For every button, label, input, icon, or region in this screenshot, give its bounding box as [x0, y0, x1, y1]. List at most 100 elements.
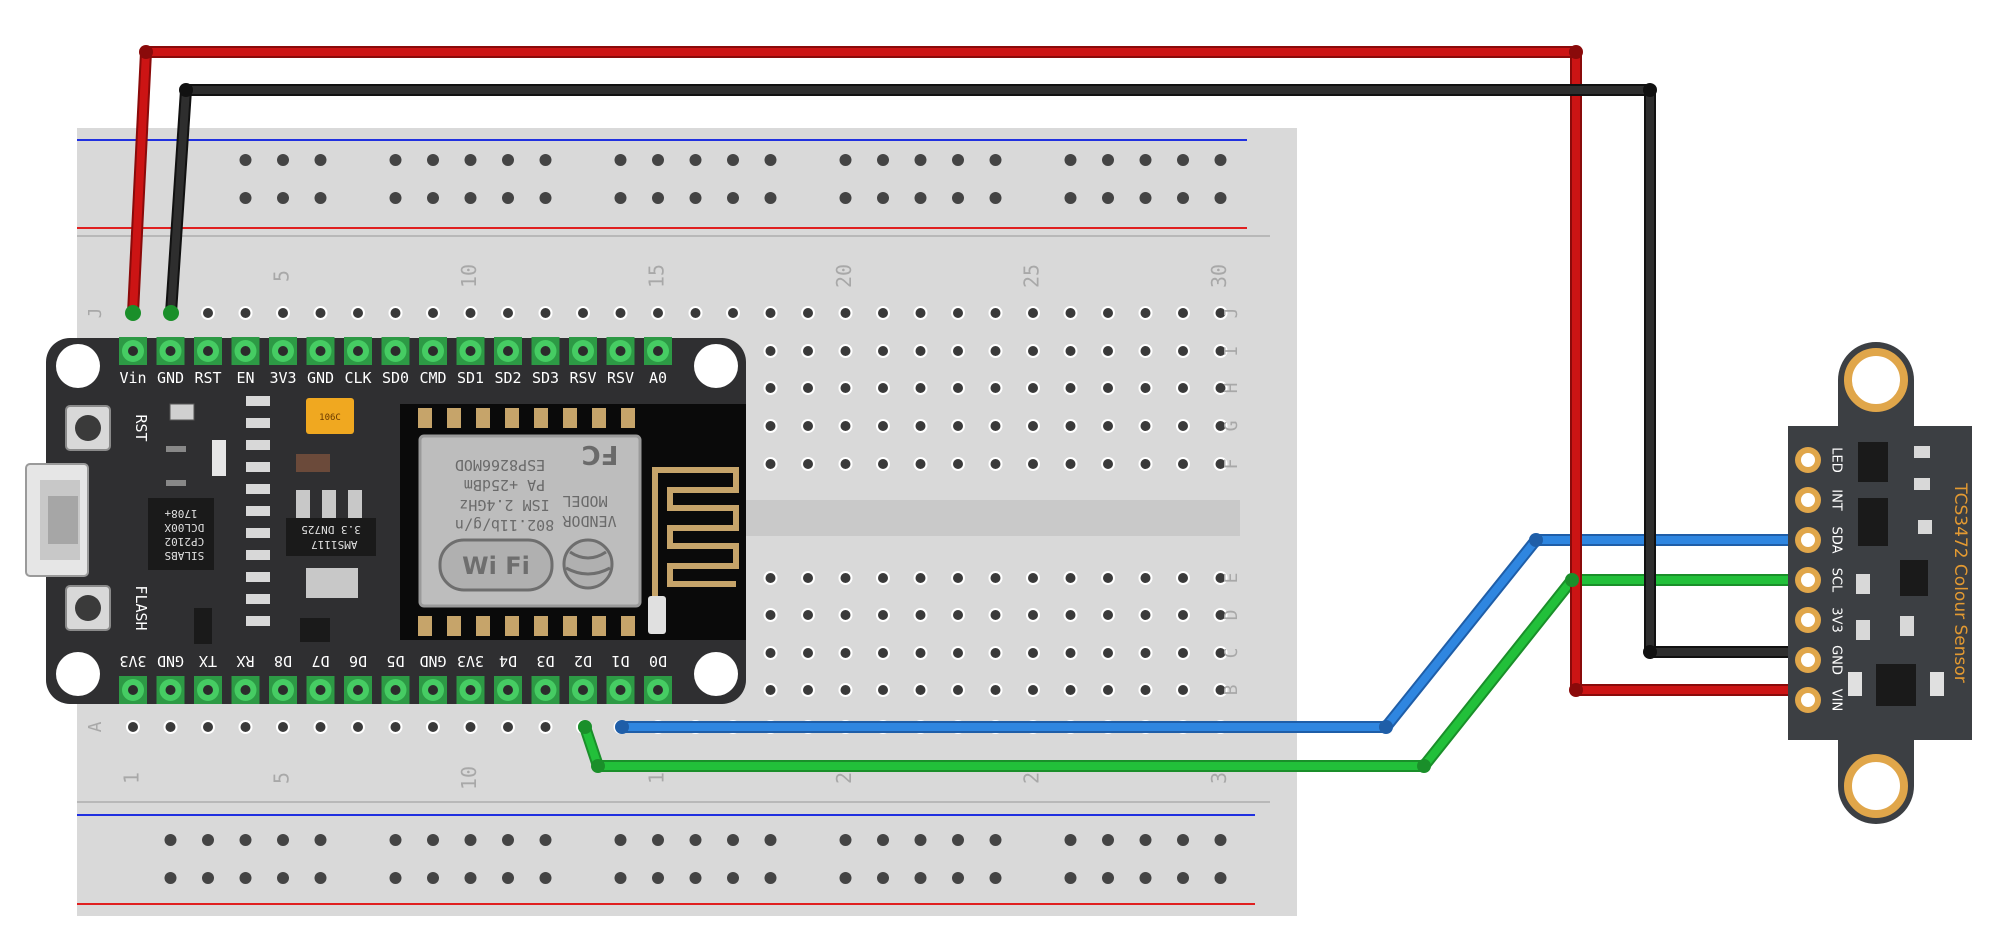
- wifi-logo: [438, 538, 554, 592]
- rail-hole: [389, 872, 402, 884]
- rail-hole: [1064, 834, 1077, 846]
- bottom-pin-label: GND: [157, 652, 184, 670]
- top-pin-label: Vin: [119, 369, 146, 387]
- rail-hole: [989, 834, 1002, 846]
- rail-hole: [989, 872, 1002, 884]
- bottom-pin-label: D7: [311, 652, 329, 670]
- rail-hole: [689, 192, 702, 204]
- esp8266-module: 802.11b/g/n ISM 2.4GHz PA +25dBm ESP8266…: [400, 404, 746, 640]
- rail-hole: [502, 872, 514, 884]
- tcs3472-sensor-board: TCS3472 Colour Sensor LEDINTSDASCL3V3GND…: [1788, 342, 1972, 824]
- rail-hole: [764, 192, 777, 204]
- row-label: B: [1221, 685, 1242, 696]
- rail-hole: [164, 872, 177, 884]
- top-pin-label: CLK: [344, 369, 371, 387]
- row-label: I: [1221, 346, 1242, 357]
- flash-button[interactable]: [65, 585, 111, 631]
- rail-hole: [764, 154, 777, 166]
- rail-hole: [1102, 872, 1114, 884]
- row-label: J: [85, 308, 106, 319]
- nodemcu-board: RST FLASH SILABS CP2102 DCL00X 1708+ 106…: [25, 337, 746, 704]
- top-pin-label: SD3: [532, 369, 559, 387]
- column-number: 5: [270, 772, 294, 784]
- rail-hole: [877, 834, 889, 846]
- column-number: 1: [645, 772, 669, 784]
- row-label: F: [1221, 459, 1242, 470]
- rail-hole: [1102, 834, 1114, 846]
- rail-hole: [727, 834, 739, 846]
- rail-hole: [1139, 872, 1152, 884]
- rail-hole: [314, 834, 327, 846]
- rail-hole: [464, 834, 477, 846]
- rail-hole: [652, 154, 664, 166]
- rail-hole: [1064, 192, 1077, 204]
- row-label: C: [1221, 648, 1242, 659]
- rail-hole: [202, 834, 214, 846]
- rail-hole: [502, 154, 514, 166]
- rail-hole: [389, 154, 402, 166]
- bottom-pin-label: 3V3: [457, 652, 484, 670]
- rail-hole: [989, 192, 1002, 204]
- rail-hole: [689, 154, 702, 166]
- rail-hole: [1214, 192, 1227, 204]
- rail-hole: [464, 872, 477, 884]
- top-pin-label: RSV: [569, 369, 596, 387]
- rail-hole: [1177, 834, 1189, 846]
- rail-hole: [877, 192, 889, 204]
- rail-hole: [839, 154, 852, 166]
- rail-hole: [914, 872, 927, 884]
- rail-hole: [839, 872, 852, 884]
- column-number: 10: [457, 264, 481, 288]
- top-pin-label: RST: [194, 369, 221, 387]
- rail-hole: [427, 872, 439, 884]
- rst-button[interactable]: [65, 405, 111, 451]
- sensor-title: TCS3472 Colour Sensor: [1950, 482, 1970, 683]
- rail-hole: [614, 192, 627, 204]
- rail-hole: [427, 834, 439, 846]
- globe-icon: [562, 538, 614, 590]
- rail-hole: [764, 872, 777, 884]
- svg-text:AMS1117 3.3 DN725: AMS1117 3.3 DN725: [301, 523, 361, 551]
- rail-hole: [277, 872, 289, 884]
- top-pin-label: GND: [307, 369, 334, 387]
- top-pin-label: EN: [236, 369, 254, 387]
- rail-hole: [427, 154, 439, 166]
- mount-hole: [694, 344, 738, 388]
- rail-hole: [539, 834, 552, 846]
- rail-hole: [689, 872, 702, 884]
- rail-hole: [877, 154, 889, 166]
- rail-hole: [277, 834, 289, 846]
- column-number: 2: [1020, 772, 1044, 784]
- rail-hole: [1177, 192, 1189, 204]
- column-number: 20: [832, 264, 856, 288]
- rail-hole: [502, 834, 514, 846]
- sensor-pin-label: INT: [1829, 489, 1844, 511]
- rail-hole: [652, 872, 664, 884]
- sensor-pin-label: GND: [1829, 645, 1844, 675]
- rail-hole: [877, 872, 889, 884]
- sensor-pin-label: SCL: [1829, 568, 1844, 593]
- rail-hole: [952, 154, 964, 166]
- antenna-trace: [652, 467, 739, 620]
- rail-hole: [1139, 154, 1152, 166]
- column-number: 3: [1207, 772, 1231, 784]
- top-pin-label: SD2: [494, 369, 521, 387]
- bottom-pin-label: D6: [349, 652, 367, 670]
- rail-hole: [727, 192, 739, 204]
- rail-hole: [202, 872, 214, 884]
- rail-hole: [1064, 872, 1077, 884]
- rail-hole: [1177, 872, 1189, 884]
- sensor-pin-label: VIN: [1829, 689, 1844, 711]
- rail-hole: [1064, 154, 1077, 166]
- rail-hole: [1214, 872, 1227, 884]
- rail-hole: [727, 154, 739, 166]
- top-pin-label: GND: [157, 369, 184, 387]
- column-number: 15: [645, 264, 669, 288]
- row-label: A: [85, 721, 106, 732]
- column-number: 2: [832, 772, 856, 784]
- column-number: 30: [1207, 264, 1231, 288]
- center-channel: [745, 500, 1240, 536]
- rail-hole: [239, 872, 252, 884]
- rail-hole: [914, 192, 927, 204]
